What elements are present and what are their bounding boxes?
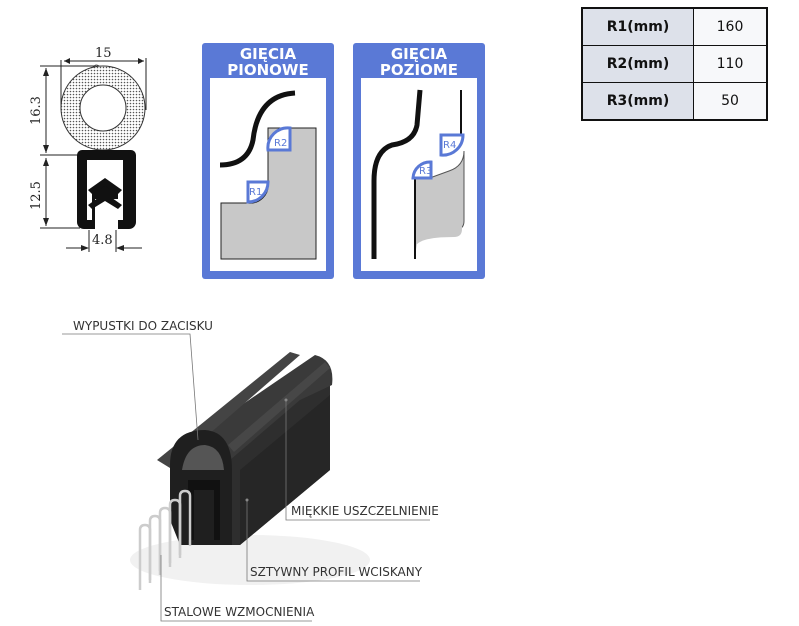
horizontal-bends-panel: GIĘCIA POZIOME R3 R4 (353, 43, 485, 279)
bottom-height-dimension: 12.5 (29, 181, 44, 210)
top-height-dimension: 16.3 (29, 96, 44, 125)
radius-label: R2(mm) (581, 45, 694, 83)
r3-label: R3 (419, 166, 432, 177)
label-clamp-tabs: WYPUSTKI DO ZACISKU (73, 319, 213, 333)
vertical-bends-panel: GIĘCIA PIONOWE R2 R1 (202, 43, 334, 279)
r2-label: R2 (274, 138, 287, 149)
label-steel-reinforcement: STALOWE WZMOCNIENIA (164, 605, 315, 619)
gap-dimension: 4.8 (92, 233, 113, 248)
seal-product-render: WYPUSTKI DO ZACISKU MIĘKKIE USZCZELNIENI… (62, 319, 439, 622)
radius-value: 160 (693, 7, 768, 46)
r4-label: R4 (443, 140, 456, 151)
radius-table: R1(mm) 160 R2(mm) 110 R3(mm) 50 (581, 7, 768, 121)
r1-label: R1 (249, 187, 262, 198)
width-dimension: 15 (95, 46, 112, 61)
steel-reinforcement-icon (138, 489, 192, 590)
label-rigid-profile: SZTYWNY PROFIL WCISKANY (250, 565, 423, 579)
label-soft-seal: MIĘKKIE USZCZELNIENIE (291, 504, 439, 518)
radius-label: R3(mm) (581, 82, 694, 121)
vertical-bends-title-2: PIONOWE (227, 61, 308, 79)
horizontal-bends-title-1: GIĘCIA (391, 45, 448, 63)
radius-label: R1(mm) (581, 7, 694, 46)
table-row: R3(mm) 50 (581, 82, 768, 121)
horizontal-bends-title-2: POZIOME (380, 61, 458, 79)
radius-value: 50 (693, 82, 768, 121)
table-row: R1(mm) 160 (581, 7, 768, 46)
radius-value: 110 (693, 45, 768, 83)
table-row: R2(mm) 110 (581, 45, 768, 83)
vertical-bends-title-1: GIĘCIA (240, 45, 297, 63)
profile-cross-section: 15 16.3 12.5 4.8 (29, 46, 147, 252)
